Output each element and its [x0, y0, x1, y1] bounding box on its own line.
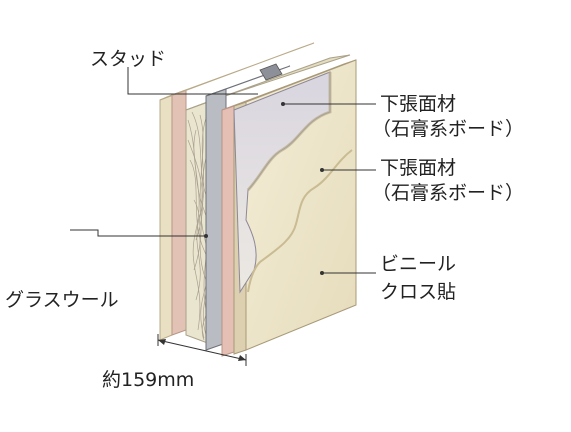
stud-label: スタッド — [90, 48, 167, 70]
glass-wool-label: グラスウール — [5, 289, 119, 311]
glass-wool-leader — [70, 229, 206, 237]
stud-leader — [127, 67, 258, 95]
base-board-2-label-line2: （石膏系ボード） — [372, 182, 525, 204]
thickness-label: 約159mm — [102, 369, 195, 391]
leader-lines — [70, 67, 376, 274]
base-board-2-dot — [320, 168, 324, 172]
vinyl-label-line1: ビニール — [380, 253, 457, 275]
base-board-1-label-line2: （石膏系ボード） — [372, 118, 525, 140]
base-board-1-label-line1: 下張面材 — [380, 93, 457, 115]
thickness-dimension — [157, 334, 247, 366]
base-board-1-dot — [281, 102, 285, 106]
glass-wool-dot — [204, 234, 208, 238]
base-board-2-label-line1: 下張面材 — [380, 157, 457, 179]
stud — [205, 63, 291, 351]
vinyl-label-line2: クロス貼 — [380, 281, 457, 303]
vinyl-cloth-edge — [247, 149, 353, 293]
inner-board-reveal — [233, 71, 332, 294]
back-board — [159, 42, 315, 341]
vinyl-dot — [320, 271, 324, 275]
